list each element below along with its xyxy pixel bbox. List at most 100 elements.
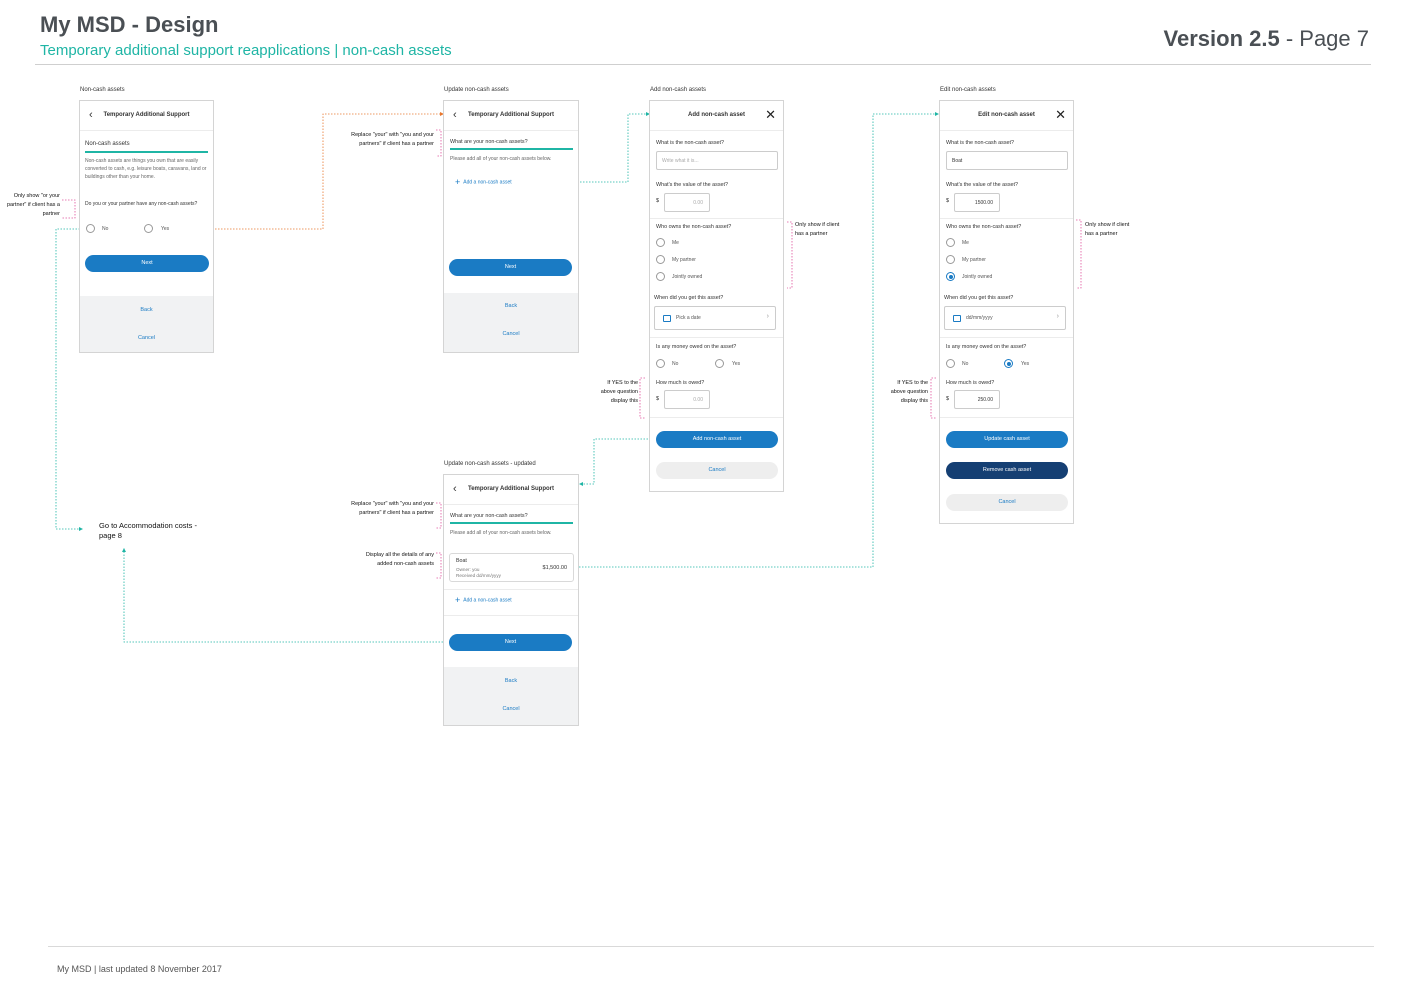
- bracket-details: [436, 552, 442, 579]
- connector-add-to-updated: [579, 438, 657, 485]
- heading-underline: [450, 522, 573, 524]
- currency-symbol: $: [656, 198, 660, 204]
- q-owner: Who owns the non-cash asset?: [946, 224, 1022, 230]
- screen5-heading: What are your non-cash assets?: [450, 513, 528, 519]
- cancel-link[interactable]: Cancel: [502, 706, 520, 712]
- owed-yes-label: Yes: [732, 361, 741, 367]
- cancel-button[interactable]: Cancel: [656, 462, 778, 479]
- q-when: When did you get this asset?: [654, 295, 724, 301]
- owed-amount-input[interactable]: 250.00: [954, 390, 1000, 409]
- heading-underline: [85, 151, 208, 153]
- cancel-link[interactable]: Cancel: [502, 331, 520, 337]
- owed-yes-label: Yes: [1021, 361, 1030, 367]
- note-if-yes-add: If YES to the above question display thi…: [600, 380, 638, 404]
- back-link[interactable]: Back: [140, 307, 153, 313]
- divider: [650, 218, 783, 219]
- owner-joint-label: Jointly owned: [672, 274, 703, 280]
- screen5-caption: Update non-cash assets - updated: [444, 461, 536, 467]
- add-asset-link[interactable]: +Add a non-cash asset: [455, 595, 512, 605]
- header-divider: [35, 64, 1371, 65]
- radio-owner-partner[interactable]: [656, 255, 665, 264]
- owed-no-label: No: [962, 361, 969, 367]
- screen1-body: Non-cash assets are things you own that …: [85, 158, 207, 180]
- screen-update-non-cash-assets-updated: ‹ Temporary Additional Support What are …: [443, 474, 579, 726]
- close-icon[interactable]: ✕: [1055, 107, 1066, 122]
- connector-card-to-edit: [567, 113, 939, 568]
- calendar-icon: [663, 315, 671, 322]
- asset-name-input[interactable]: Write what it is...: [656, 151, 778, 170]
- add-asset-link[interactable]: +Add a non-cash asset: [455, 177, 512, 187]
- document-title: My MSD - Design: [40, 12, 219, 37]
- radio-yes-label: Yes: [161, 226, 170, 232]
- radio-owed-no[interactable]: [656, 359, 665, 368]
- screen4-caption: Edit non-cash assets: [940, 87, 996, 93]
- radio-owner-me[interactable]: [656, 238, 665, 247]
- page-number: - Page 7: [1279, 26, 1369, 51]
- next-button[interactable]: Next: [449, 634, 572, 651]
- asset-card[interactable]: Boat Owner: you Received dd/mm/yyyy $1,5…: [449, 553, 574, 582]
- footer-text: My MSD | last updated 8 November 2017: [57, 964, 222, 974]
- cancel-button[interactable]: Cancel: [946, 494, 1068, 511]
- screen-edit-non-cash-asset: Edit non-cash asset ✕ What is the non-ca…: [939, 100, 1074, 524]
- q-when: When did you get this asset?: [944, 295, 1014, 301]
- divider: [940, 417, 1073, 418]
- q-value: What's the value of the asset?: [656, 182, 729, 188]
- date-picker[interactable]: Pick a date ›: [654, 306, 776, 330]
- back-link[interactable]: Back: [504, 303, 518, 309]
- date-picker[interactable]: dd/mm/yyyy ›: [944, 306, 1066, 330]
- screen2-body: Please add all of your non-cash assets b…: [450, 156, 552, 162]
- currency-symbol: $: [946, 198, 950, 204]
- radio-owner-me[interactable]: [946, 238, 955, 247]
- add-asset-label: Add a non-cash asset: [463, 597, 512, 604]
- radio-owner-joint-selected[interactable]: [946, 272, 955, 281]
- version-label: Version 2.5 - Page 7: [1164, 26, 1369, 52]
- screen-add-non-cash-asset: Add non-cash asset ✕ What is the non-cas…: [649, 100, 784, 492]
- q-what-asset: What is the non-cash asset?: [656, 140, 725, 146]
- add-asset-label: Add a non-cash asset: [463, 179, 512, 186]
- divider: [650, 417, 783, 418]
- screen2-footer: Back Cancel: [444, 293, 578, 352]
- radio-owed-yes[interactable]: [715, 359, 724, 368]
- screen2-header-title: Temporary Additional Support: [467, 112, 554, 118]
- radio-owed-yes-selected[interactable]: [1004, 359, 1013, 368]
- back-chevron-icon[interactable]: ‹: [89, 109, 93, 121]
- note-replace-your-1: Replace "your" with "you and your partne…: [351, 132, 434, 147]
- screen-non-cash-assets: ‹ Temporary Additional Support Non-cash …: [79, 100, 214, 353]
- screen3-header: Add non-cash asset ✕: [650, 101, 783, 131]
- screen1-header: ‹ Temporary Additional Support: [80, 101, 213, 131]
- owner-partner-label: My partner: [962, 257, 986, 263]
- radio-owner-partner[interactable]: [946, 255, 955, 264]
- divider: [940, 218, 1073, 219]
- connector-next-to-accommodation: [123, 548, 452, 643]
- screen1-header-title: Temporary Additional Support: [103, 112, 190, 118]
- note-owner-partner-add: Only show if client has a partner: [795, 222, 840, 237]
- cancel-link[interactable]: Cancel: [137, 335, 156, 341]
- update-cash-asset-button[interactable]: Update cash asset: [946, 431, 1068, 448]
- next-button[interactable]: Next: [85, 255, 209, 272]
- connector-no-to-accommodation: [55, 228, 86, 530]
- owed-amount-input[interactable]: 0.00: [664, 390, 710, 409]
- back-chevron-icon[interactable]: ‹: [453, 483, 457, 495]
- back-chevron-icon[interactable]: ‹: [453, 109, 457, 121]
- asset-card-value: $1,500.00: [542, 565, 567, 571]
- radio-no[interactable]: [86, 224, 95, 233]
- heading-underline: [450, 148, 573, 150]
- currency-symbol: $: [946, 396, 950, 402]
- close-icon[interactable]: ✕: [765, 107, 776, 122]
- next-button[interactable]: Next: [449, 259, 572, 276]
- asset-value-input[interactable]: 0.00: [664, 193, 710, 212]
- radio-yes[interactable]: [144, 224, 153, 233]
- screen5-header: ‹ Temporary Additional Support: [444, 475, 578, 505]
- radio-owner-joint[interactable]: [656, 272, 665, 281]
- screen1-heading: Non-cash assets: [85, 141, 130, 147]
- screen2-header: ‹ Temporary Additional Support: [444, 101, 578, 131]
- chevron-right-icon: ›: [1056, 313, 1059, 320]
- back-link[interactable]: Back: [504, 678, 518, 684]
- add-non-cash-asset-button[interactable]: Add non-cash asset: [656, 431, 778, 448]
- asset-value-input[interactable]: 1500.00: [954, 193, 1000, 212]
- radio-owed-no[interactable]: [946, 359, 955, 368]
- plus-icon: +: [455, 177, 461, 187]
- asset-name-input[interactable]: Boat: [946, 151, 1068, 170]
- remove-cash-asset-button[interactable]: Remove cash asset: [946, 462, 1068, 479]
